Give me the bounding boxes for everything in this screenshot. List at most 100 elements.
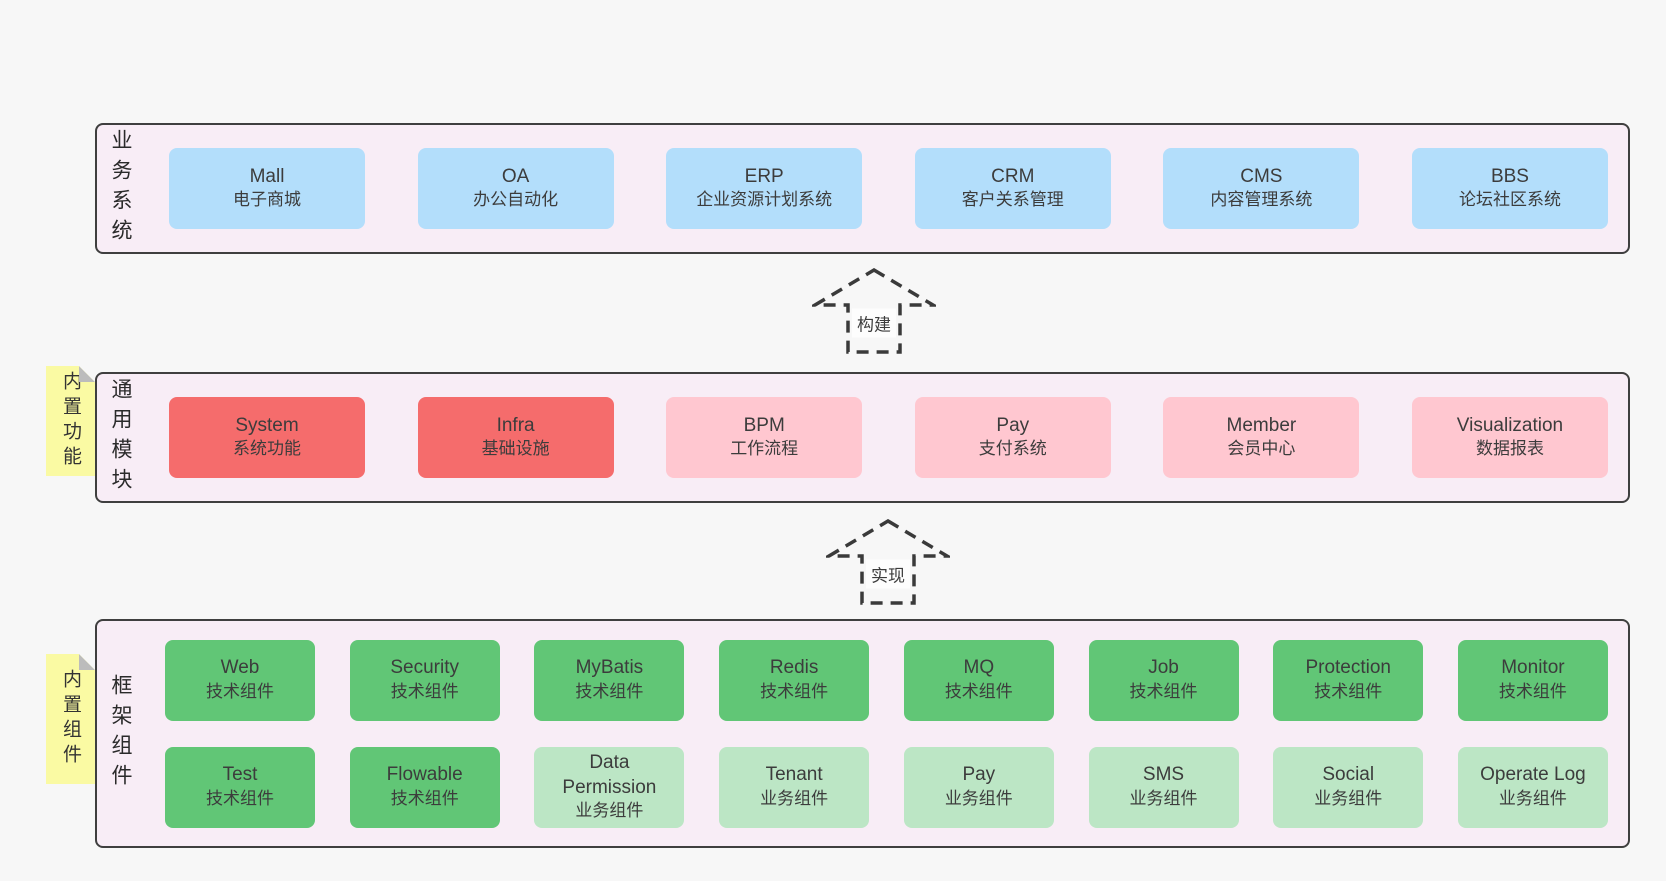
box-tenant: Tenant 业务组件 — [719, 746, 870, 828]
components-rows: Web 技术组件 Security 技术组件 MyBatis 技术组件 Redi… — [131, 639, 1628, 828]
box-title: ERP — [744, 165, 784, 187]
box-crm: CRM 客户关系管理 — [914, 148, 1111, 229]
box-pay-component: Pay 业务组件 — [903, 746, 1054, 828]
box-social: Social 业务组件 — [1273, 746, 1424, 828]
layer-title-business: 业务系统 — [109, 128, 132, 249]
box-title: Operate Log — [1480, 764, 1586, 786]
box-bbs: BBS 论坛社区系统 — [1411, 148, 1608, 229]
box-subtitle: 论坛社区系统 — [1458, 190, 1561, 210]
box-operate-log: Operate Log 业务组件 — [1457, 746, 1608, 828]
box-title: CMS — [1240, 165, 1283, 187]
box-data-permission: Data Permission 业务组件 — [534, 746, 685, 828]
box-oa: OA 办公自动化 — [417, 148, 614, 229]
box-title: Job — [1148, 657, 1179, 679]
box-title: OA — [501, 165, 530, 187]
box-security: Security 技术组件 — [349, 639, 500, 721]
box-title: Infra — [496, 414, 535, 436]
box-mybatis: MyBatis 技术组件 — [534, 639, 685, 721]
implement-arrow: 实现 — [826, 519, 950, 605]
box-title: Web — [220, 657, 260, 679]
box-subtitle: 会员中心 — [1227, 439, 1296, 459]
box-subtitle: 技术组件 — [1498, 681, 1567, 701]
box-sms: SMS 业务组件 — [1088, 746, 1239, 828]
box-job: Job 技术组件 — [1088, 639, 1239, 721]
box-subtitle: 企业资源计划系统 — [696, 190, 833, 210]
box-subtitle: 技术组件 — [1314, 681, 1383, 701]
box-title: Flowable — [386, 764, 463, 786]
box-monitor: Monitor 技术组件 — [1457, 639, 1608, 721]
sticky-label: 内置组件 — [60, 669, 81, 769]
box-title: Pay — [996, 414, 1030, 436]
modules-boxes-row: System 系统功能 Infra 基础设施 BPM 工作流程 Pay 支付系统… — [131, 397, 1628, 478]
box-title: Social — [1322, 764, 1375, 786]
builtin-components-sticky: 内置组件 — [46, 654, 95, 784]
box-pay-module: Pay 支付系统 — [914, 397, 1111, 478]
box-title: System — [235, 414, 299, 436]
layer-title-modules: 通用模块 — [109, 377, 132, 498]
box-subtitle: 内容管理系统 — [1210, 190, 1313, 210]
box-title: Pay — [962, 764, 996, 786]
box-title: Test — [222, 764, 258, 786]
box-title: MyBatis — [575, 657, 644, 679]
box-cms: CMS 内容管理系统 — [1163, 148, 1360, 229]
box-title: Protection — [1305, 657, 1391, 679]
box-bpm: BPM 工作流程 — [666, 397, 863, 478]
box-test: Test 技术组件 — [165, 746, 315, 828]
box-flowable: Flowable 技术组件 — [349, 746, 500, 828]
box-subtitle: 技术组件 — [760, 681, 829, 701]
box-subtitle: 技术组件 — [206, 681, 274, 701]
box-title: CRM — [991, 165, 1035, 187]
implement-arrow-label: 实现 — [866, 559, 910, 589]
box-title: Visualization — [1456, 414, 1564, 436]
box-subtitle: 技术组件 — [390, 681, 459, 701]
box-subtitle: 数据报表 — [1475, 439, 1544, 459]
box-mq: MQ 技术组件 — [903, 639, 1054, 721]
components-row-1: Web 技术组件 Security 技术组件 MyBatis 技术组件 Redi… — [131, 639, 1628, 721]
box-title: Redis — [769, 657, 819, 679]
box-title: Tenant — [765, 764, 823, 786]
common-modules-layer: 通用模块 System 系统功能 Infra 基础设施 BPM 工作流程 Pay… — [95, 372, 1630, 503]
box-subtitle: 业务组件 — [1129, 788, 1198, 808]
box-title: Data Permission — [562, 751, 657, 798]
box-member: Member 会员中心 — [1163, 397, 1360, 478]
box-mall: Mall 电子商城 — [169, 148, 365, 229]
build-arrow: 构建 — [812, 268, 936, 354]
box-subtitle: 技术组件 — [1129, 681, 1198, 701]
business-systems-layer: 业务系统 Mall 电子商城 OA 办公自动化 ERP 企业资源计划系统 CRM… — [95, 123, 1630, 254]
box-subtitle: 业务组件 — [575, 801, 644, 821]
box-subtitle: 支付系统 — [978, 439, 1047, 459]
box-protection: Protection 技术组件 — [1273, 639, 1424, 721]
build-arrow-label: 构建 — [852, 308, 896, 338]
box-subtitle: 技术组件 — [390, 788, 459, 808]
box-subtitle: 电子商城 — [233, 190, 301, 210]
box-infra: Infra 基础设施 — [417, 397, 614, 478]
box-subtitle: 业务组件 — [1498, 788, 1567, 808]
builtin-functions-sticky: 内置功能 — [46, 366, 95, 476]
box-title: BBS — [1490, 165, 1529, 187]
box-title: BPM — [743, 414, 785, 436]
box-title: SMS — [1142, 764, 1185, 786]
box-subtitle: 技术组件 — [206, 788, 274, 808]
box-subtitle: 技术组件 — [944, 681, 1013, 701]
layer-title-components: 框架组件 — [109, 673, 132, 794]
box-title: MQ — [963, 657, 995, 679]
box-title: Member — [1226, 414, 1297, 436]
box-subtitle: 客户关系管理 — [961, 190, 1064, 210]
sticky-label: 内置功能 — [60, 371, 81, 471]
business-boxes-row: Mall 电子商城 OA 办公自动化 ERP 企业资源计划系统 CRM 客户关系… — [131, 148, 1628, 229]
box-erp: ERP 企业资源计划系统 — [666, 148, 863, 229]
box-subtitle: 业务组件 — [760, 788, 829, 808]
box-web: Web 技术组件 — [165, 639, 315, 721]
components-row-2: Test 技术组件 Flowable 技术组件 Data Permission … — [131, 746, 1628, 828]
box-subtitle: 技术组件 — [575, 681, 644, 701]
box-subtitle: 工作流程 — [730, 439, 799, 459]
box-system: System 系统功能 — [169, 397, 365, 478]
box-subtitle: 系统功能 — [233, 439, 301, 459]
box-title: Monitor — [1501, 657, 1565, 679]
framework-components-layer: 框架组件 Web 技术组件 Security 技术组件 MyBatis 技术组件… — [95, 619, 1630, 848]
box-subtitle: 办公自动化 — [473, 190, 559, 210]
box-visualization: Visualization 数据报表 — [1411, 397, 1608, 478]
box-title: Security — [390, 657, 460, 679]
box-subtitle: 业务组件 — [944, 788, 1013, 808]
